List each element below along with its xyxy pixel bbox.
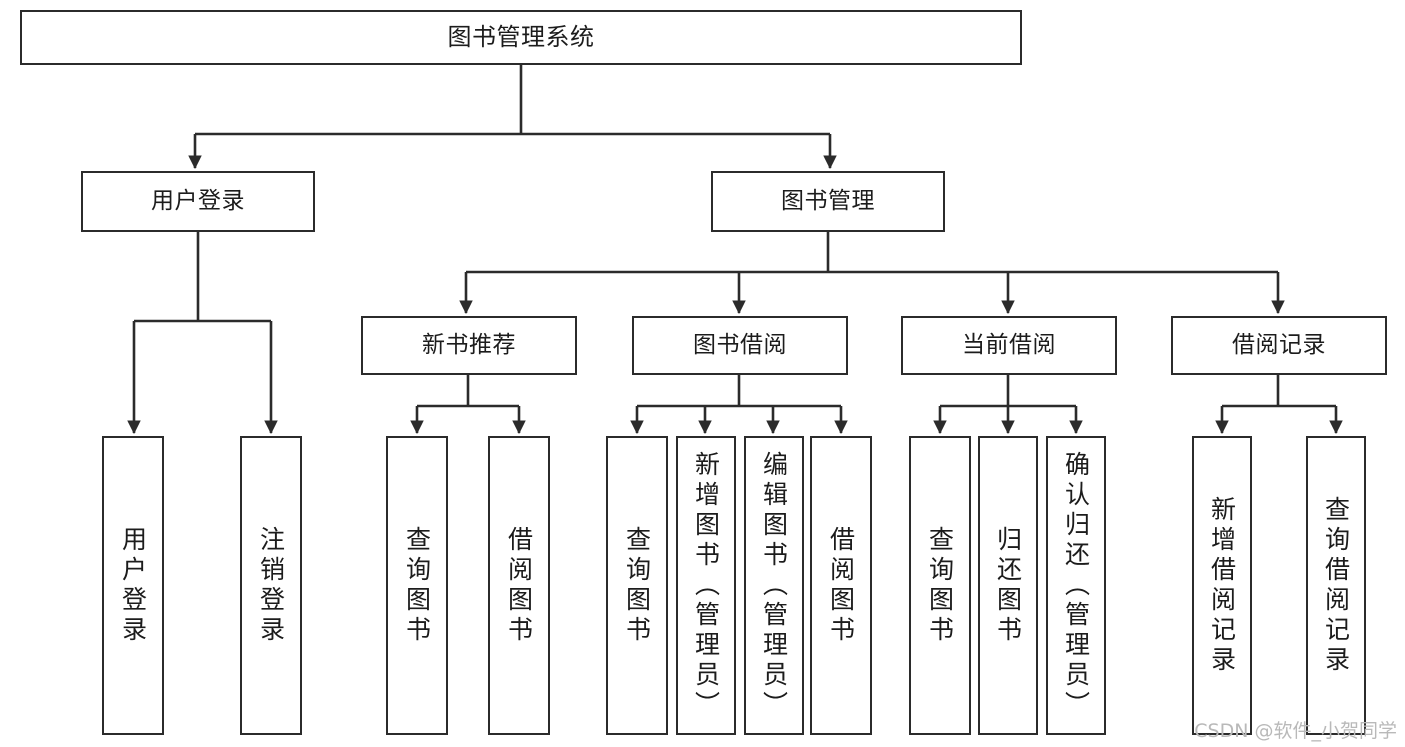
node-borrow-record[interactable]: 借阅记录 [1171,316,1387,375]
node-leaf-user-login[interactable]: 用户登录 [102,436,164,735]
node-current-borrow[interactable]: 当前借阅 [901,316,1117,375]
node-label: 查询借阅记录 [1321,495,1351,676]
node-leaf-add-record[interactable]: 新增借阅记录 [1192,436,1252,735]
node-leaf-query-book-1[interactable]: 查询图书 [386,436,448,735]
node-leaf-add-book[interactable]: 新增图书（管理员） [676,436,736,735]
node-label: 图书管理 [781,187,875,214]
node-label: 新增借阅记录 [1207,495,1237,676]
node-new-book-recommend[interactable]: 新书推荐 [361,316,577,375]
node-root-book-management-system[interactable]: 图书管理系统 [20,10,1022,65]
node-label: 新增图书（管理员） [691,450,721,721]
node-label: 图书借阅 [693,331,787,358]
node-book-management[interactable]: 图书管理 [711,171,945,232]
csdn-watermark: CSDN @软件_小贺同学 [1194,720,1397,742]
node-label: 图书管理系统 [447,23,595,52]
node-label: 确认归还（管理员） [1061,450,1091,721]
node-label: 当前借阅 [962,331,1056,358]
node-user-login[interactable]: 用户登录 [81,171,315,232]
node-label: 新书推荐 [422,331,516,358]
node-leaf-edit-book[interactable]: 编辑图书（管理员） [744,436,804,735]
node-book-borrow[interactable]: 图书借阅 [632,316,848,375]
node-leaf-borrow-book-2[interactable]: 借阅图书 [810,436,872,735]
node-label: 注销登录 [256,525,286,646]
node-label: 用户登录 [151,187,245,214]
node-label: 借阅图书 [826,525,856,646]
node-label: 查询图书 [622,525,652,646]
node-label: 查询图书 [402,525,432,646]
node-label: 借阅记录 [1232,331,1326,358]
node-leaf-borrow-book-1[interactable]: 借阅图书 [488,436,550,735]
node-leaf-query-book-3[interactable]: 查询图书 [909,436,971,735]
node-label: 查询图书 [925,525,955,646]
node-label: 借阅图书 [504,525,534,646]
node-label: 编辑图书（管理员） [759,450,789,721]
node-leaf-user-logout[interactable]: 注销登录 [240,436,302,735]
node-label: 用户登录 [118,525,148,646]
node-label: 归还图书 [993,525,1023,646]
node-leaf-return-book[interactable]: 归还图书 [978,436,1038,735]
node-leaf-query-record[interactable]: 查询借阅记录 [1306,436,1366,735]
node-leaf-query-book-2[interactable]: 查询图书 [606,436,668,735]
node-leaf-confirm-return[interactable]: 确认归还（管理员） [1046,436,1106,735]
